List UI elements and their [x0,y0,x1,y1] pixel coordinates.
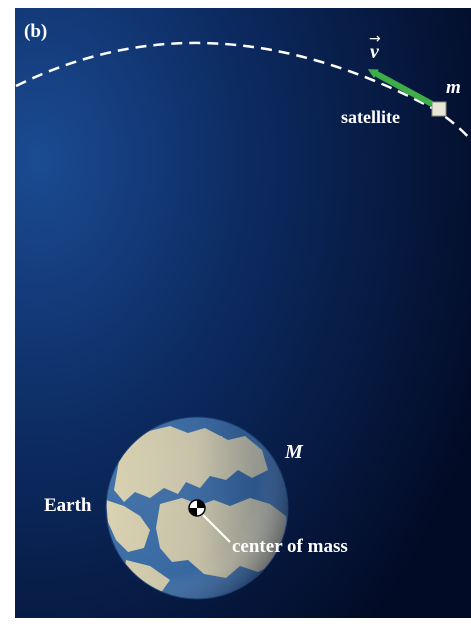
satellite-mass-label: m [446,77,461,98]
velocity-label: v [370,41,380,63]
earth-label: Earth [44,495,92,516]
center-of-mass-pointer [202,514,231,543]
earth-globe [105,416,289,600]
velocity-arrow [367,69,434,107]
orbit-path [15,41,471,141]
satellite-label: satellite [341,107,400,127]
center-of-mass-marker-icon [188,499,206,517]
panel-label: (b) [24,21,47,42]
velocity-vector-arrow-icon: → [369,31,381,47]
square-satellite-icon [431,101,447,117]
center-of-mass-label: center of mass [232,536,348,557]
earth-mass-label: M [284,441,304,463]
